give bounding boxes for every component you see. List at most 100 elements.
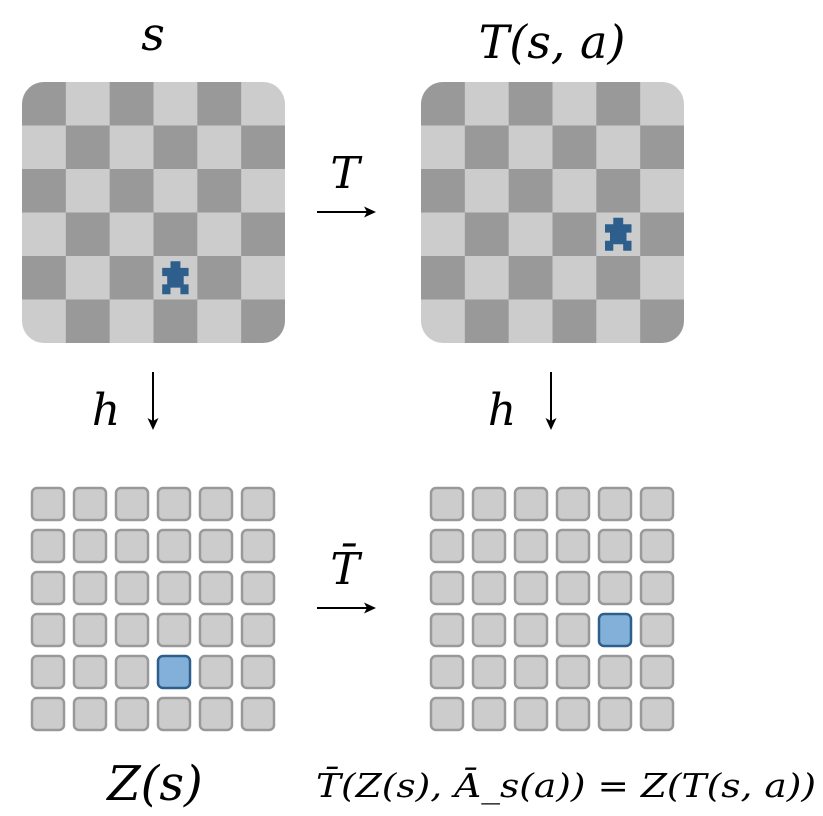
latent-cell: [429, 570, 465, 606]
latent-cell: [555, 528, 591, 564]
latent-cell: [240, 486, 276, 522]
latent-cell: [429, 654, 465, 690]
latent-cell: [114, 654, 150, 690]
latent-cell: [555, 612, 591, 648]
latent-cell: [72, 528, 108, 564]
latent-transition-arrow: [317, 602, 376, 614]
board-square: [241, 212, 285, 257]
board-square: [197, 256, 242, 301]
board-square: [109, 299, 155, 343]
latent-cell: [30, 486, 66, 522]
agent-piece-icon: [605, 217, 632, 251]
latent-cell: [429, 486, 465, 522]
latent-cell: [156, 612, 192, 648]
encoder-arrow-right: [545, 372, 557, 430]
latent-cell: [513, 654, 549, 690]
board-square: [65, 169, 111, 214]
board-square: [421, 82, 466, 127]
board-square: [596, 169, 641, 214]
latent-cell: [72, 570, 108, 606]
latent-cell: [30, 654, 66, 690]
latent-cell: [471, 570, 507, 606]
board-square: [464, 125, 510, 170]
latent-cell: [555, 696, 591, 732]
board-square: [65, 125, 111, 170]
latent-cell: [198, 612, 234, 648]
board-square: [109, 125, 155, 170]
latent-cell: [597, 486, 633, 522]
latent-cell-active: [156, 654, 192, 690]
latent-cell: [513, 570, 549, 606]
board-square: [153, 212, 198, 257]
encoder-arrow-left: [147, 372, 159, 430]
board-square: [596, 256, 641, 301]
board-square: [464, 299, 510, 343]
latent-cell: [471, 612, 507, 648]
board-square: [109, 212, 155, 257]
latent-cell: [114, 528, 150, 564]
latent-cell: [639, 528, 675, 564]
board-square: [65, 82, 111, 127]
latent-cell: [198, 528, 234, 564]
latent-cell-active: [597, 612, 633, 648]
board-square: [552, 256, 597, 301]
board-square: [22, 125, 67, 170]
latent-state-label: Z(s): [105, 756, 202, 812]
latent-cell: [114, 570, 150, 606]
board-square: [421, 212, 466, 257]
board-square: [241, 125, 285, 170]
latent-cell: [114, 696, 150, 732]
latent-cell: [72, 612, 108, 648]
board-square: [640, 125, 684, 170]
latent-cell: [513, 696, 549, 732]
latent-cell: [429, 612, 465, 648]
state-label: s: [141, 7, 165, 61]
board-square: [153, 299, 198, 343]
board-square: [197, 212, 242, 257]
latent-cell: [240, 612, 276, 648]
board-square: [508, 169, 554, 214]
latent-cell: [156, 696, 192, 732]
board-square: [508, 82, 554, 127]
board-square: [552, 299, 597, 343]
board-square: [464, 212, 510, 257]
board-square: [596, 125, 641, 170]
latent-cell: [429, 696, 465, 732]
board-square: [153, 169, 198, 214]
board-square: [552, 212, 597, 257]
board-square: [464, 256, 510, 301]
latent-cell: [471, 486, 507, 522]
board-square: [640, 299, 684, 343]
latent-cell: [114, 486, 150, 522]
board-square: [22, 299, 67, 343]
latent-cell: [198, 486, 234, 522]
board-square: [197, 82, 242, 127]
latent-cell: [513, 528, 549, 564]
latent-cell: [198, 570, 234, 606]
board-square: [197, 125, 242, 170]
latent-cell: [597, 570, 633, 606]
transition-label: T: [330, 148, 363, 199]
board-square: [241, 256, 285, 301]
board-square: [421, 169, 466, 214]
latent-cell: [30, 528, 66, 564]
board-square: [508, 299, 554, 343]
board-square: [640, 82, 684, 127]
board-square: [421, 299, 466, 343]
latent-cell: [30, 696, 66, 732]
board-square: [241, 299, 285, 343]
latent-cell: [555, 486, 591, 522]
board-square: [109, 82, 155, 127]
latent-cell: [30, 612, 66, 648]
board-square: [241, 82, 285, 127]
board-square: [241, 169, 285, 214]
latent-cell: [72, 696, 108, 732]
latent-cell: [597, 528, 633, 564]
board-square: [153, 82, 198, 127]
board-square: [109, 169, 155, 214]
latent-cell: [597, 696, 633, 732]
latent-cell: [555, 570, 591, 606]
latent-cell: [114, 612, 150, 648]
board-square: [508, 256, 554, 301]
